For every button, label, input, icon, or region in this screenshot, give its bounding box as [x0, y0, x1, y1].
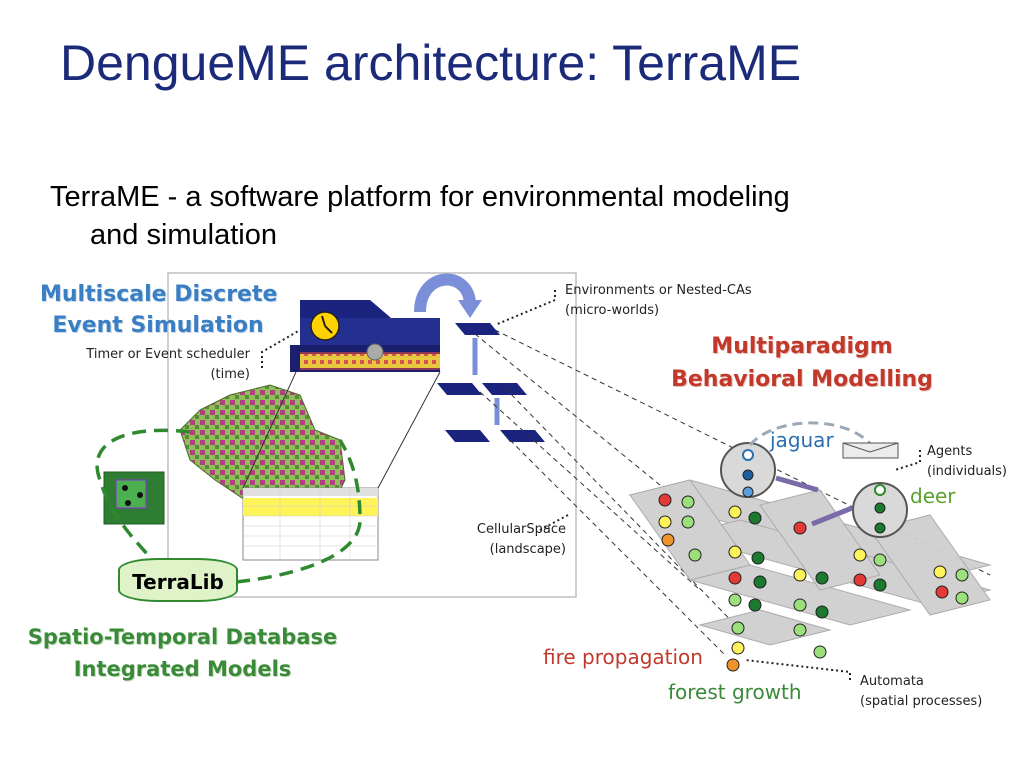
- agents-line-2: (individuals): [927, 464, 1008, 479]
- environments-label: Environments or Nested-CAs (micro-worlds…: [565, 281, 752, 321]
- multiscale-header: Multiscale Discrete Event Simulation: [40, 282, 278, 338]
- bullet-text: TerraME - a software platform for enviro…: [50, 178, 950, 254]
- multiscale-line-1: Multiscale Discrete: [40, 282, 278, 307]
- environments-leader: [494, 290, 556, 326]
- cellular-lattice: [628, 479, 992, 646]
- bullet-line-2: and simulation: [90, 219, 277, 251]
- spatio-header: Spatio-Temporal Database Integrated Mode…: [20, 625, 345, 681]
- cellular-line-2: (landscape): [489, 542, 566, 557]
- spatio-line-1: Spatio-Temporal Database: [27, 625, 338, 649]
- deer-agent: [852, 482, 908, 538]
- attribute-table: [242, 487, 379, 561]
- multiscale-line-2: Event Simulation: [52, 313, 264, 338]
- automata-label: Automata (spatial processes): [860, 672, 982, 712]
- cellular-label: CellularSpace (landscape): [460, 520, 566, 560]
- timer-leader: [261, 329, 301, 368]
- environments-line-2: (micro-worlds): [565, 303, 660, 318]
- timer-line-2: (time): [210, 367, 250, 382]
- environments-line-1: Environments or Nested-CAs: [565, 283, 752, 298]
- multiparadigm-header: Multiparadigm Behavioral Modelling: [662, 334, 942, 392]
- multiparadigm-line-2: Behavioral Modelling: [671, 367, 933, 392]
- grid-top: [300, 354, 440, 368]
- jaguar-label: jaguar: [770, 428, 834, 452]
- jaguar-agent: [720, 442, 776, 498]
- automata-leader: [744, 659, 851, 680]
- spatio-line-2: Integrated Models: [73, 657, 292, 681]
- fire-label: fire propagation: [543, 645, 703, 669]
- automata-line-1: Automata: [860, 674, 924, 689]
- timer-line-1: Timer or Event scheduler: [86, 347, 250, 362]
- terralib-label: TerraLib: [132, 570, 224, 594]
- automata-nodes: [658, 493, 969, 672]
- automata-line-2: (spatial processes): [860, 694, 983, 709]
- cellular-leader: [539, 514, 569, 531]
- slide-title: DengueME architecture: TerraME: [60, 35, 802, 91]
- clock-icon: [310, 311, 340, 341]
- agents-line-1: Agents: [927, 444, 973, 459]
- curved-arrow: [414, 273, 476, 313]
- green-dashed-loop: [95, 428, 191, 557]
- agents-label: Agents (individuals): [927, 442, 1007, 482]
- forest-label: forest growth: [668, 680, 802, 704]
- multiparadigm-line-1: Multiparadigm: [711, 334, 893, 359]
- terralib-cylinder: TerraLib: [118, 558, 238, 602]
- cellular-line-1: CellularSpace: [476, 522, 566, 537]
- agent-arrow-right: [775, 475, 819, 493]
- envelope-icon: [842, 442, 899, 459]
- nested-cas: [437, 323, 545, 442]
- bullet-line-1: TerraME - a software platform for enviro…: [50, 181, 790, 213]
- agents-leader: [894, 450, 921, 471]
- sphere: [366, 343, 384, 361]
- timer-label: Timer or Event scheduler (time): [70, 345, 250, 385]
- agent-arrow-left: [811, 505, 853, 527]
- deer-label: deer: [910, 484, 956, 508]
